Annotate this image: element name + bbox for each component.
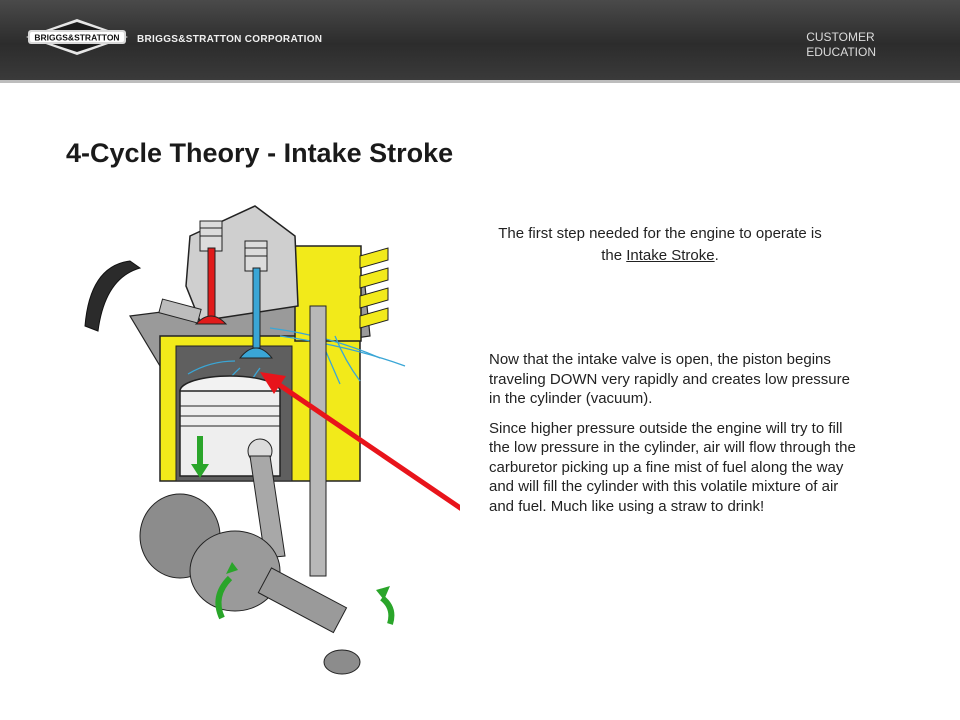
exhaust-valve bbox=[194, 247, 228, 325]
intro-text-start: The first step needed for the engine to … bbox=[498, 225, 822, 264]
spark-plug-wire bbox=[84, 260, 202, 332]
crank-arrow-head-left bbox=[226, 562, 238, 574]
cooling-fins bbox=[359, 247, 389, 329]
connecting-rod-crankshaft bbox=[139, 305, 361, 675]
paragraph-vacuum: Now that the intake valve is open, the p… bbox=[489, 351, 850, 407]
intro-text-end: . bbox=[714, 247, 719, 264]
cylinder-head bbox=[185, 205, 299, 322]
corporation-name: BRIGGS&STRATTON CORPORATION bbox=[137, 34, 323, 45]
intro-text: The first step needed for the engine to … bbox=[495, 223, 825, 267]
customer-education-line-1: CUSTOMER bbox=[806, 30, 875, 44]
intake-valve bbox=[238, 267, 274, 359]
pointer-arrow bbox=[260, 372, 460, 511]
piston-down-arrow bbox=[191, 436, 209, 478]
slide-title: 4-Cycle Theory - Intake Stroke bbox=[66, 138, 454, 168]
paragraph-air-flow: Since higher pressure outside the engine… bbox=[489, 419, 856, 515]
engine-cutaway-illustration bbox=[84, 205, 460, 675]
logo-text: BRIGGS&STRATTON bbox=[34, 33, 119, 43]
intro-stroke-term: Intake Stroke bbox=[626, 247, 715, 264]
explanation-text: Now that the intake valve is open, the p… bbox=[489, 350, 859, 526]
customer-education-label: CUSTOMER EDUCATION bbox=[806, 30, 876, 60]
briggs-stratton-logo: BRIGGS&STRATTON bbox=[26, 19, 128, 55]
header-bar: BRIGGS&STRATTON BRIGGS&STRATTON CORPORAT… bbox=[0, 0, 960, 80]
header-divider bbox=[0, 80, 960, 83]
customer-education-line-2: EDUCATION bbox=[806, 45, 876, 59]
crank-arrow-head-right bbox=[376, 586, 390, 600]
